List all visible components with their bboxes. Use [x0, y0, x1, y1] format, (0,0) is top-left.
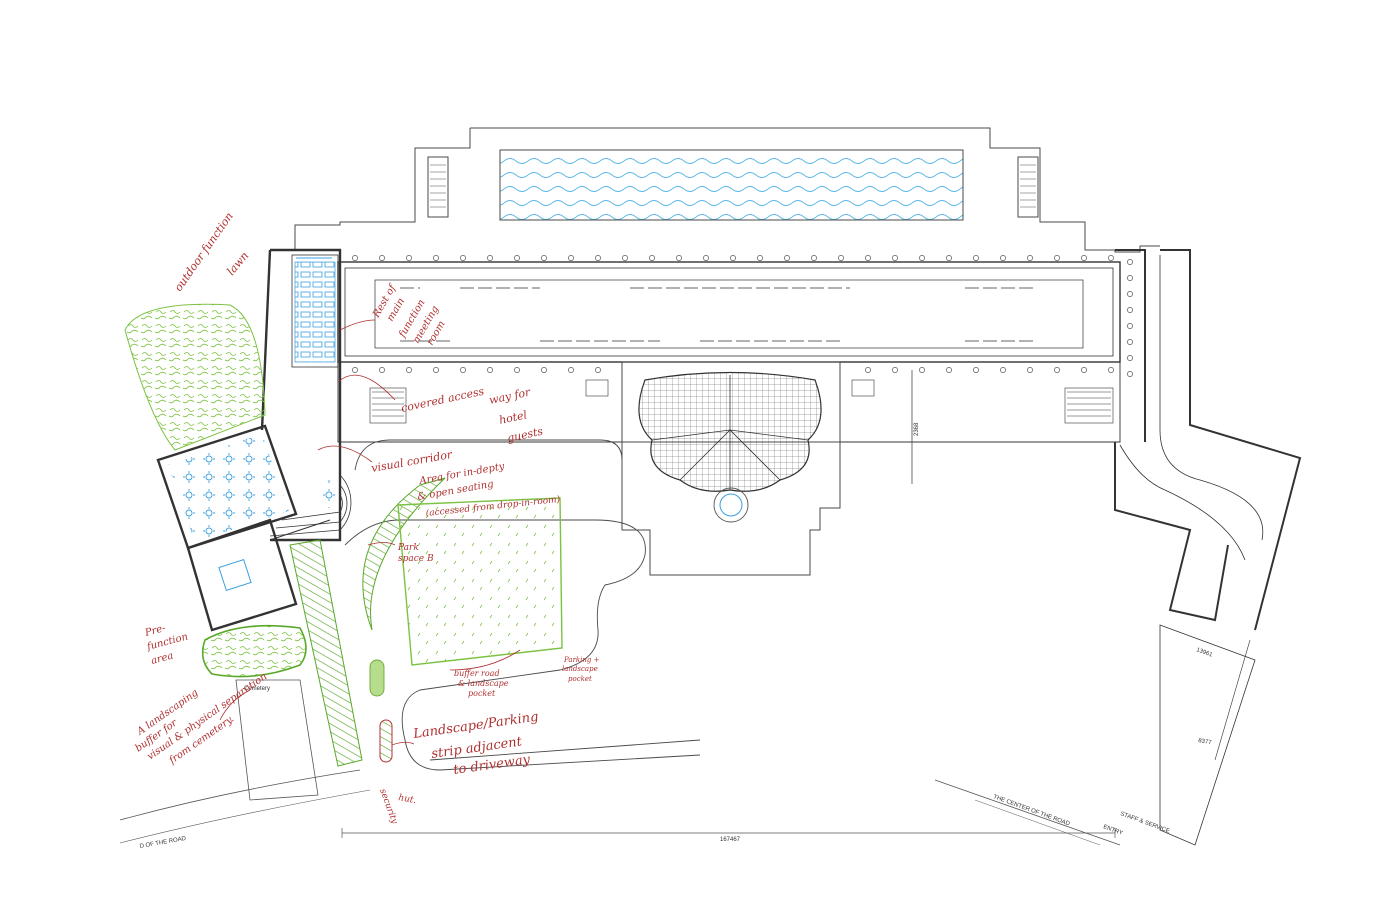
column-dot [1127, 275, 1133, 281]
column-dot [919, 367, 925, 373]
entry-ramp [269, 474, 352, 537]
note-parking-pocket-3: pocket [568, 675, 592, 683]
column-dot [811, 255, 817, 261]
column-dot [1054, 255, 1060, 261]
column-dot [892, 367, 898, 373]
column-dot [946, 367, 952, 373]
column-dot [487, 255, 493, 261]
column-dot [1027, 367, 1033, 373]
columns [352, 255, 1133, 377]
road-label-center: THE CENTER OF THE ROAD [992, 794, 1071, 828]
column-dot [649, 255, 655, 261]
column-dot [406, 367, 412, 373]
column-dot [1127, 355, 1133, 361]
note-prefunction-3: area [150, 650, 175, 666]
column-dot [514, 255, 520, 261]
column-dot [892, 255, 898, 261]
driveway [344, 439, 701, 771]
note-buffer-2: & landscape [458, 679, 509, 688]
note-buffer-3: pocket [468, 689, 496, 698]
column-dot [595, 367, 601, 373]
column-dot [1127, 323, 1133, 329]
lotus-pavilion [621, 361, 841, 576]
column-dot [865, 255, 871, 261]
note-covered-access: covered access [400, 385, 486, 415]
column-dot [1108, 367, 1114, 373]
swimming-pool [499, 149, 964, 221]
note-visual-corridor: visual corridor [370, 448, 454, 475]
landscape-parking-strip [289, 539, 363, 767]
column-dot [676, 255, 682, 261]
column-dot [1081, 367, 1087, 373]
column-dot [1000, 367, 1006, 373]
column-dot [1054, 367, 1060, 373]
column-dot [487, 367, 493, 373]
note-outdoor-lawn-2: lawn [224, 249, 251, 278]
note-buffer: buffer road [454, 669, 500, 678]
column-dot [1127, 259, 1133, 265]
staff-entry-label: STAFF & SERVICE [1119, 811, 1170, 834]
column-dot [352, 367, 358, 373]
column-dot [973, 255, 979, 261]
column-dot [1127, 307, 1133, 313]
column-dot [865, 367, 871, 373]
column-dot [919, 255, 925, 261]
column-dot [568, 367, 574, 373]
staff-entry-label-2: ENTRY [1102, 824, 1123, 837]
column-dot [352, 255, 358, 261]
column-dot [541, 255, 547, 261]
column-dot [460, 367, 466, 373]
column-dot [379, 255, 385, 261]
dimension-2368: 2368 [914, 422, 920, 436]
note-parking-2: space B [398, 554, 434, 564]
column-dot [568, 255, 574, 261]
note-outdoor-lawn: outdoor function [172, 210, 236, 294]
column-dot [1027, 255, 1033, 261]
note-parking: Park [397, 543, 419, 553]
column-dot [973, 367, 979, 373]
column-dot [1000, 255, 1006, 261]
column-dot [703, 255, 709, 261]
column-dot [1108, 255, 1114, 261]
column-dot [838, 255, 844, 261]
security-hut [379, 719, 393, 763]
note-parking-pocket-2: landscape [562, 665, 598, 673]
note-security: security [377, 788, 399, 827]
column-dot [379, 367, 385, 373]
service-wing [1114, 249, 1302, 846]
note-parking-pocket: Parking + [563, 656, 600, 664]
column-dot [784, 255, 790, 261]
function-hall [156, 424, 331, 632]
column-dot [433, 255, 439, 261]
landscape-buffer-hedge [201, 624, 307, 678]
column-dot [595, 255, 601, 261]
column-dot [622, 255, 628, 261]
column-dot [541, 367, 547, 373]
column-dot [1127, 291, 1133, 297]
column-dot [1127, 339, 1133, 345]
outdoor-lawn [124, 303, 266, 451]
column-dot [1081, 255, 1087, 261]
column-dot [514, 367, 520, 373]
column-dot [433, 367, 439, 373]
parking-landscape-pocket [397, 497, 563, 666]
cemetery-label: Cemetery [244, 686, 270, 692]
column-dot [460, 255, 466, 261]
note-covered-access-2: way for [488, 385, 532, 407]
landscape-sketch [124, 303, 563, 767]
note-covered-access-3: hotel [498, 408, 529, 427]
dimension-8377: 8377 [1198, 738, 1213, 746]
overall-dimension: 167467 [720, 837, 741, 843]
dimension-13961: 13961 [1195, 647, 1213, 659]
column-dot [1127, 371, 1133, 377]
annotation-leaders [219, 319, 521, 746]
column-dot [730, 255, 736, 261]
cemetery-area [119, 679, 1121, 846]
column-dot [946, 255, 952, 261]
note-security-2: hut. [397, 793, 417, 806]
column-dot [757, 255, 763, 261]
road-label-left: D OF THE ROAD [139, 836, 187, 850]
column-dot [406, 255, 412, 261]
